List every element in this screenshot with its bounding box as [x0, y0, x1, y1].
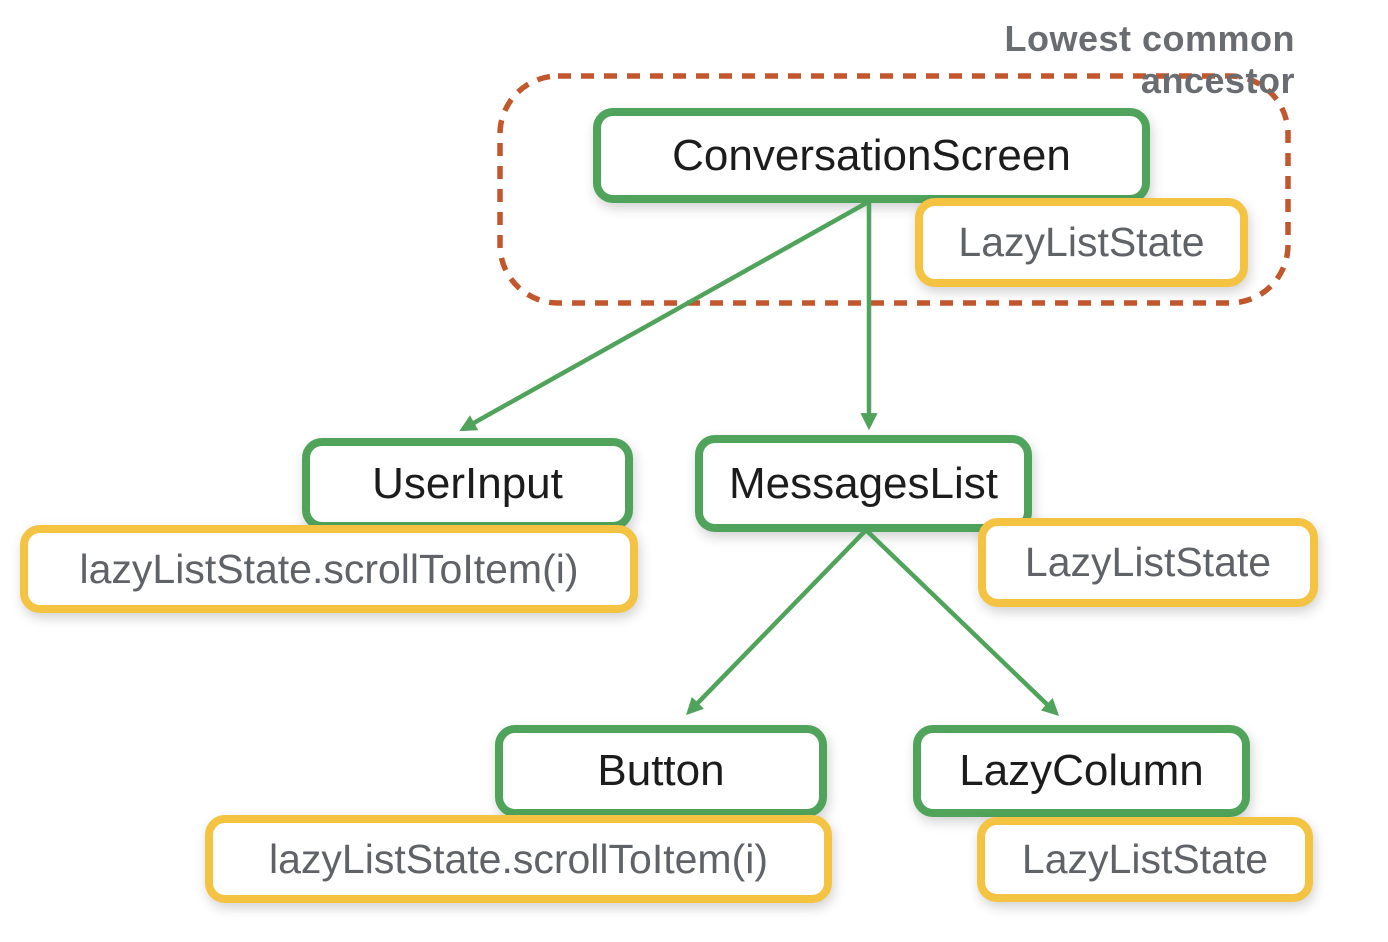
state-box-lazycolumn-lazyliststate: LazyListState: [977, 817, 1313, 902]
node-button: Button: [495, 725, 827, 817]
node-conversationscreen: ConversationScreen: [593, 108, 1150, 203]
state-box-conversationscreen-lazyliststate: LazyListState: [915, 198, 1248, 287]
state-box-userinput-scrolltoitem: lazyListState.scrollToItem(i): [20, 525, 638, 613]
node-messageslist: MessagesList: [695, 435, 1032, 532]
node-userinput: UserInput: [302, 438, 633, 530]
state-box-button-scrolltoitem: lazyListState.scrollToItem(i): [205, 815, 832, 903]
state-box-messageslist-lazyliststate: LazyListState: [978, 518, 1318, 607]
edge-messageslist-button: [686, 528, 868, 716]
node-lazycolumn: LazyColumn: [913, 725, 1250, 817]
edge-conversationscreen-userinput: [459, 199, 872, 432]
lowest-common-ancestor-label: Lowest common ancestor: [1004, 18, 1295, 101]
